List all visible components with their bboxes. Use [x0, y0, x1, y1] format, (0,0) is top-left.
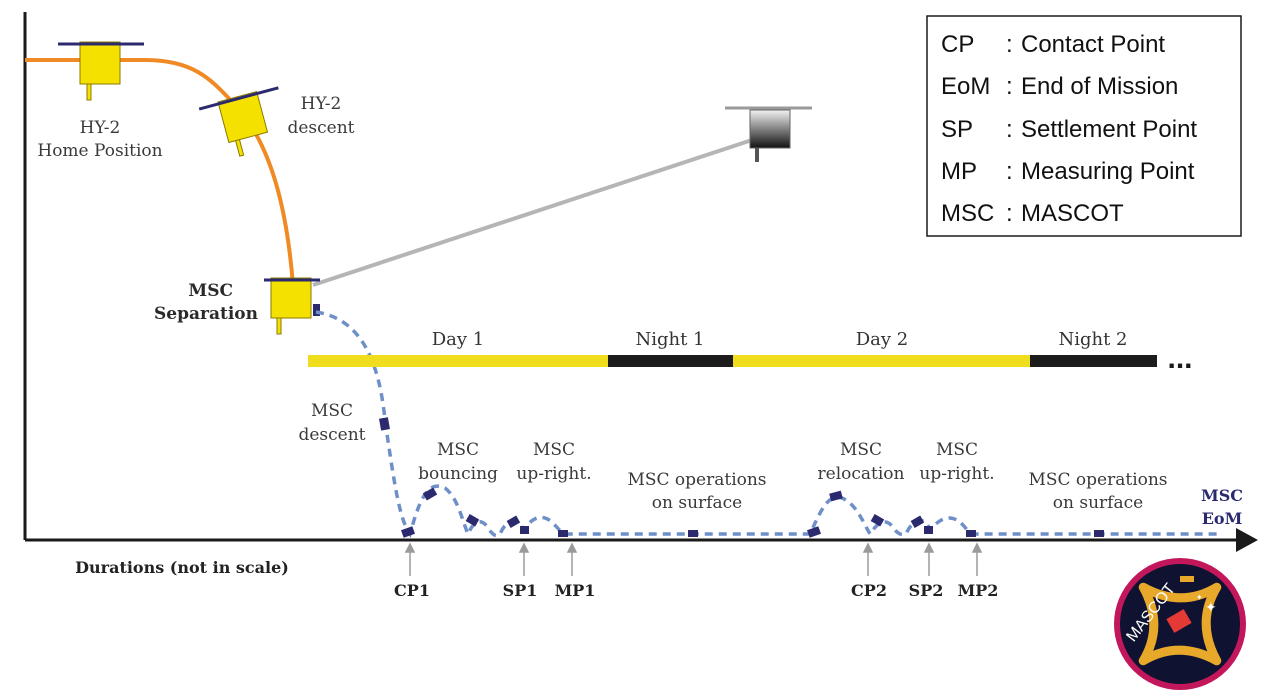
label-ops2-line2: on surface — [1053, 493, 1143, 513]
msc-marker — [870, 514, 885, 527]
logo-satellite-icon — [1180, 576, 1194, 582]
pointer-cp2 — [862, 542, 874, 576]
label-separation-line2: Separation — [154, 304, 258, 324]
label-relocation-line2: relocation — [818, 464, 905, 484]
label-msc-descent-line2: descent — [298, 425, 365, 445]
logo-sparkle-icon: ✦ — [1205, 599, 1217, 615]
label-separation-line1: MSC — [188, 281, 233, 301]
hy2-home-spacecraft-icon — [58, 41, 144, 101]
point-label-mp1: MP1 — [555, 581, 596, 600]
msc-marker — [924, 526, 933, 534]
timeline-label-day-1: Day 1 — [432, 329, 485, 350]
timeline-segment-day-2 — [733, 355, 1030, 367]
pointer-mp2 — [971, 542, 983, 576]
point-label-cp2: CP2 — [851, 581, 887, 600]
label-ops2-line1: MSC operations — [1028, 470, 1167, 490]
point-label-sp2: SP2 — [909, 581, 944, 600]
label-eom-line2: EoM — [1202, 509, 1243, 528]
label-relocation-line1: MSC — [840, 440, 882, 460]
mascot-logo: ✦ ✦ MASCOT — [1114, 558, 1246, 690]
label-eom-line1: MSC — [1201, 486, 1243, 505]
label-hy2-descent-line2: descent — [287, 118, 354, 138]
legend-text-mp: Measuring Point — [1021, 158, 1195, 185]
label-upright1-line1: MSC — [533, 440, 575, 460]
separation-spacecraft-icon — [264, 277, 320, 335]
label-upright2-line2: up-right. — [919, 464, 994, 484]
legend-text-cp: Contact Point — [1021, 31, 1165, 58]
pointer-mp1 — [566, 542, 578, 576]
timeline-label-night-2: Night 2 — [1058, 329, 1127, 350]
pointer-cp1 — [404, 542, 416, 576]
msc-marker — [1094, 530, 1104, 537]
logo-red-lander-icon — [1166, 609, 1192, 633]
msc-marker — [379, 417, 390, 431]
msc-marker — [829, 490, 843, 502]
legend-sep-mp: : — [1006, 158, 1013, 185]
point-markers — [404, 542, 983, 576]
msc-marker — [910, 515, 925, 528]
logo-sparkle-small-icon: ✦ — [1196, 593, 1203, 602]
msc-marker — [688, 530, 698, 537]
timeline-ellipsis: ... — [1167, 342, 1192, 375]
hayabusa-retreat-spacecraft-icon — [725, 106, 812, 162]
legend-abbr-cp: CP — [941, 31, 974, 58]
legend-sep-msc: : — [1006, 200, 1013, 227]
hayabusa-sightline — [312, 138, 753, 287]
msc-marker — [422, 487, 438, 501]
x-axis-arrow-icon — [1236, 528, 1258, 552]
legend-abbr-mp: MP — [941, 158, 977, 185]
timeline-label-day-2: Day 2 — [856, 329, 909, 350]
label-upright1-line2: up-right. — [516, 464, 591, 484]
legend-sep-eom: : — [1006, 73, 1013, 100]
msc-marker — [465, 514, 480, 527]
point-label-mp2: MP2 — [958, 581, 999, 600]
label-upright2-line1: MSC — [936, 440, 978, 460]
point-label-cp1: CP1 — [394, 581, 430, 600]
legend-text-sp: Settlement Point — [1021, 116, 1197, 143]
msc-marker — [558, 530, 568, 537]
hy2-descent-spacecraft-icon — [198, 86, 279, 157]
timeline-label-night-1: Night 1 — [635, 329, 704, 350]
legend-text-eom: End of Mission — [1021, 73, 1178, 100]
logo-star-shape-icon — [1138, 582, 1222, 666]
msc-marker — [520, 526, 529, 534]
point-label-sp1: SP1 — [503, 581, 538, 600]
msc-marker — [806, 526, 822, 538]
pointer-sp2 — [923, 542, 935, 576]
legend-abbr-sp: SP — [941, 116, 973, 143]
msc-marker — [506, 515, 521, 528]
msc-marker — [400, 526, 416, 538]
legend-sep-sp: : — [1006, 116, 1013, 143]
timeline-segment-day-1 — [308, 355, 608, 367]
label-hy2-descent-line1: HY-2 — [301, 94, 342, 114]
legend-text-msc: MASCOT — [1021, 200, 1124, 227]
label-bouncing-line2: bouncing — [418, 464, 498, 484]
timeline-segment-night-2 — [1030, 355, 1157, 367]
legend-abbr-eom: EoM — [941, 73, 990, 100]
legend-abbr-msc: MSC — [941, 200, 994, 227]
day-night-timeline: ... Day 1 Night 1 Day 2 Night 2 — [308, 329, 1193, 375]
label-hy2-home-line1: HY-2 — [80, 118, 121, 138]
label-hy2-home-line2: Home Position — [37, 141, 162, 161]
label-ops1-line1: MSC operations — [627, 470, 766, 490]
msc-markers — [379, 417, 1104, 538]
label-bouncing-line1: MSC — [437, 440, 479, 460]
label-ops1-line2: on surface — [652, 493, 742, 513]
msc-marker — [966, 530, 976, 537]
x-axis-title: Durations (not in scale) — [75, 558, 289, 577]
legend-box: CP : Contact Point EoM : End of Mission … — [926, 15, 1242, 237]
pointer-sp1 — [518, 542, 530, 576]
legend-sep-cp: : — [1006, 31, 1013, 58]
timeline-segment-night-1 — [608, 355, 733, 367]
label-msc-descent-line1: MSC — [311, 401, 353, 421]
